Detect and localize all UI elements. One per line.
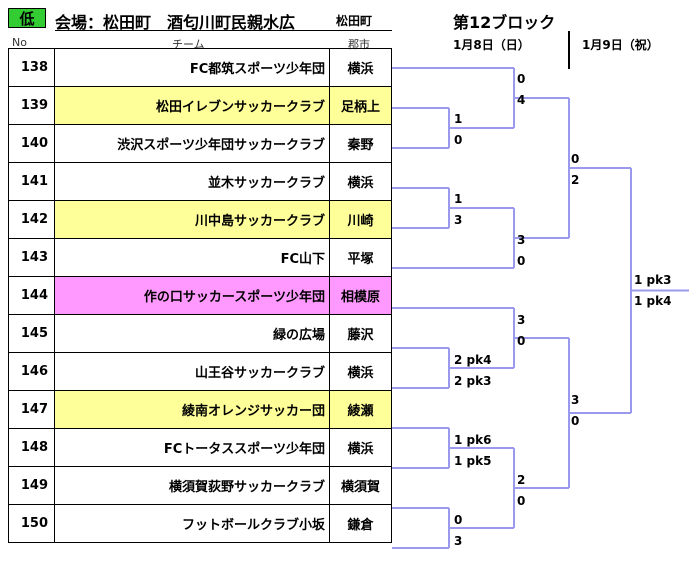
team-number: 138 xyxy=(8,48,55,87)
team-city: 横浜 xyxy=(329,48,392,87)
team-name: FC山下 xyxy=(54,238,330,277)
team-number: 146 xyxy=(8,352,55,391)
score-r1-149: 0 xyxy=(454,513,463,527)
team-number: 141 xyxy=(8,162,55,201)
venue-town: 松田町 xyxy=(336,14,373,28)
score-r1-139: 1 xyxy=(454,112,463,126)
team-city: 川崎 xyxy=(329,200,392,239)
team-city: 相模原 xyxy=(329,276,392,315)
score-final-lower: 1 pk4 xyxy=(634,294,672,308)
team-city: 横浜 xyxy=(329,162,392,201)
team-city: 足柄上 xyxy=(329,86,392,125)
score-r3-top-lower: 2 xyxy=(571,173,580,187)
team-city: 横須賀 xyxy=(329,466,392,505)
score-final-upper: 1 pk3 xyxy=(634,273,672,287)
score-r3-bottom-lower: 0 xyxy=(571,414,580,428)
team-number: 150 xyxy=(8,504,55,543)
venue-title: 会場：松田町 酒匂川町民親水広 xyxy=(55,13,296,32)
team-name: 横須賀荻野サッカークラブ xyxy=(54,466,330,505)
team-number: 149 xyxy=(8,466,55,505)
day1-label: 1月8日（日） xyxy=(453,38,530,52)
team-name: 綾南オレンジサッカー団 xyxy=(54,390,330,429)
score-r2-w147-148: 2 xyxy=(517,473,526,487)
team-city: 平塚 xyxy=(329,238,392,277)
score-r3-bottom-upper: 3 xyxy=(571,393,580,407)
title-underline xyxy=(55,30,392,31)
team-number: 142 xyxy=(8,200,55,239)
team-name: フットボールクラブ小坂 xyxy=(54,504,330,543)
level-badge: 低 xyxy=(8,8,46,28)
team-number: 143 xyxy=(8,238,55,277)
team-city: 横浜 xyxy=(329,352,392,391)
team-name: 渋沢スポーツ少年団サッカークラブ xyxy=(54,124,330,163)
score-r2-144: 3 xyxy=(517,313,526,327)
score-r1-141: 1 xyxy=(454,192,463,206)
block-title: 第12ブロック xyxy=(453,13,556,32)
team-city: 綾瀬 xyxy=(329,390,392,429)
team-number: 144 xyxy=(8,276,55,315)
column-header-team: チーム xyxy=(172,38,205,51)
team-name: FCトータススポーツ少年団 xyxy=(54,428,330,467)
score-r1-142: 3 xyxy=(454,213,463,227)
team-city: 秦野 xyxy=(329,124,392,163)
score-r2-w145-146: 0 xyxy=(517,334,526,348)
team-name: FC都筑スポーツ少年団 xyxy=(54,48,330,87)
score-r2-w139-140: 4 xyxy=(517,93,526,107)
score-r1-145: 2 pk4 xyxy=(454,353,492,367)
score-r1-150: 3 xyxy=(454,534,463,548)
team-name: 川中島サッカークラブ xyxy=(54,200,330,239)
score-r2-w149-150: 0 xyxy=(517,494,526,508)
score-r3-top-upper: 0 xyxy=(571,152,580,166)
team-name: 松田イレブンサッカークラブ xyxy=(54,86,330,125)
team-city: 横浜 xyxy=(329,428,392,467)
score-r1-147: 1 pk6 xyxy=(454,433,492,447)
score-r1-146: 2 pk3 xyxy=(454,374,492,388)
day2-label: 1月9日（祝） xyxy=(582,38,659,52)
column-header-city: 郡市 xyxy=(348,38,370,51)
team-name: 緑の広場 xyxy=(54,314,330,353)
team-city: 鎌倉 xyxy=(329,504,392,543)
score-r1-140: 0 xyxy=(454,133,463,147)
team-name: 並木サッカークラブ xyxy=(54,162,330,201)
score-r2-138: 0 xyxy=(517,72,526,86)
score-r2-w141-142: 3 xyxy=(517,233,526,247)
column-header-no: No xyxy=(12,36,27,49)
score-r2-143: 0 xyxy=(517,254,526,268)
day-separator xyxy=(568,31,570,69)
team-number: 139 xyxy=(8,86,55,125)
score-r1-148: 1 pk5 xyxy=(454,454,492,468)
